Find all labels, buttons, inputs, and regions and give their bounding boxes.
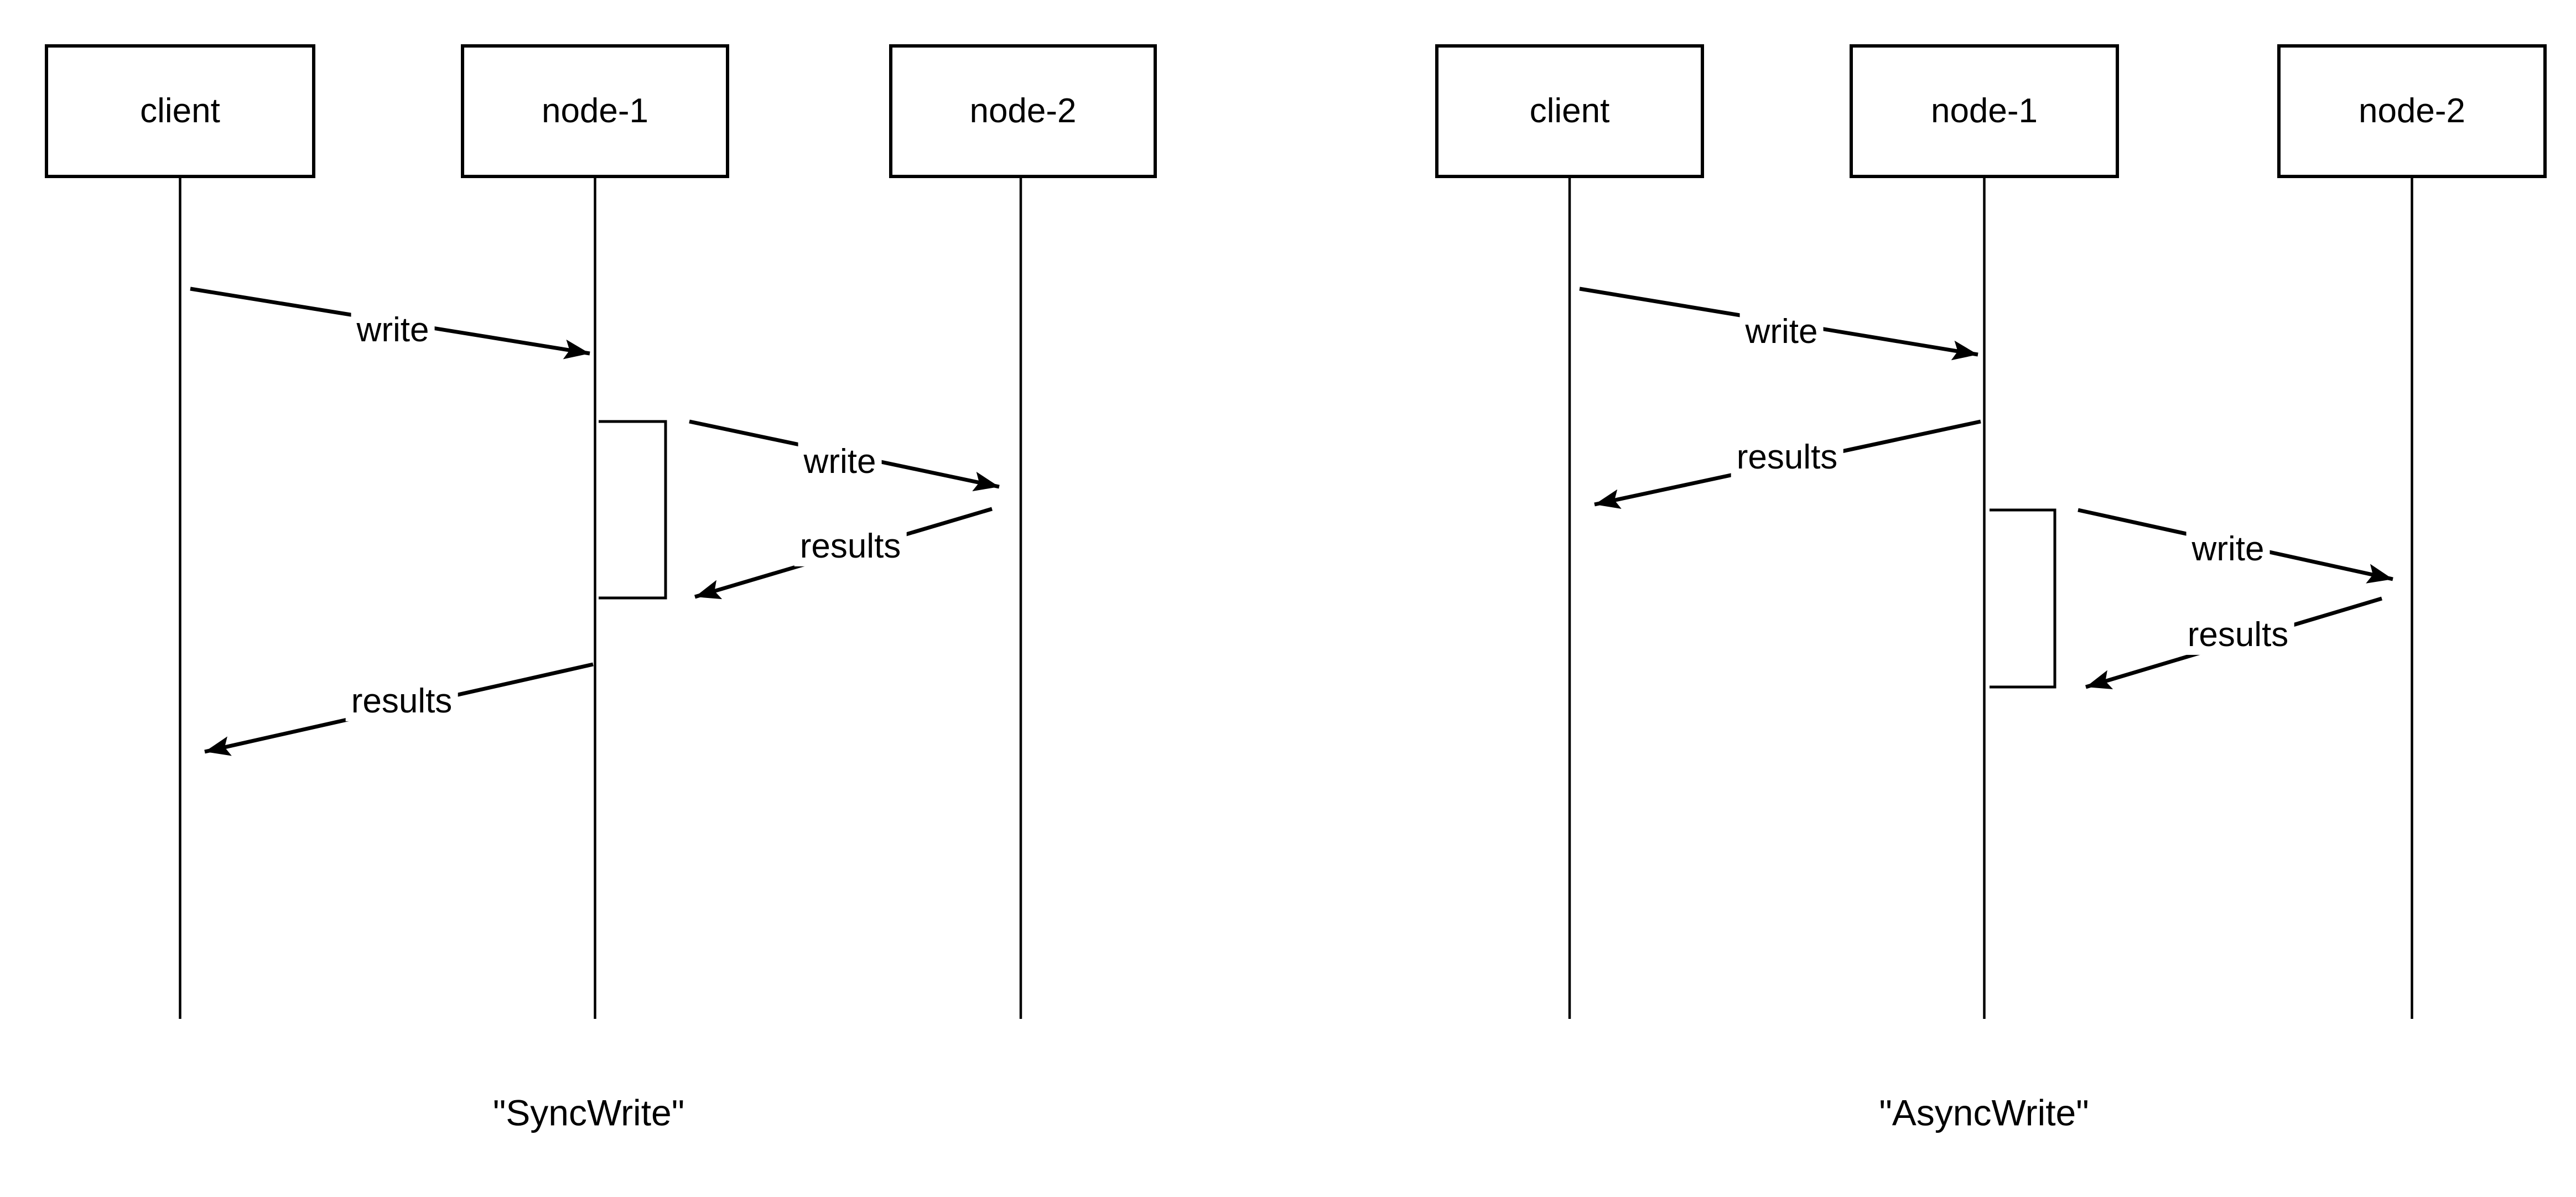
actor-box-node-2: node-2 (2277, 44, 2547, 178)
message-label-write: write (798, 441, 882, 482)
diagram-caption-asyncwrite: "AsyncWrite" (1879, 1092, 2089, 1133)
actor-label: node-2 (2358, 92, 2466, 130)
actor-box-node-1: node-1 (461, 44, 729, 178)
actor-box-node-1: node-1 (1850, 44, 2119, 178)
message-label-results: results (1731, 437, 1843, 478)
actor-box-client: client (1435, 44, 1704, 178)
syncwrite-strokes (179, 178, 1022, 1019)
message-label-results: results (345, 681, 458, 722)
activation-bar-node-1 (1990, 508, 2056, 689)
message-label-write: write (1739, 311, 1824, 352)
actor-label: node-2 (969, 92, 1077, 130)
message-label-results: results (794, 526, 907, 567)
message-label-results: results (2182, 615, 2294, 655)
actor-label: node-1 (541, 92, 649, 130)
asyncwrite-strokes (1568, 178, 2413, 1019)
actor-box-node-2: node-2 (889, 44, 1157, 178)
message-label-write: write (2186, 529, 2270, 570)
message-label-write: write (351, 310, 435, 351)
actor-label: client (140, 92, 220, 130)
activation-bar-node-1 (599, 420, 667, 600)
actor-box-client: client (45, 44, 315, 178)
actor-label: client (1529, 92, 1610, 130)
diagram-caption-syncwrite: "SyncWrite" (492, 1092, 685, 1133)
actor-label: node-1 (1930, 92, 2038, 130)
